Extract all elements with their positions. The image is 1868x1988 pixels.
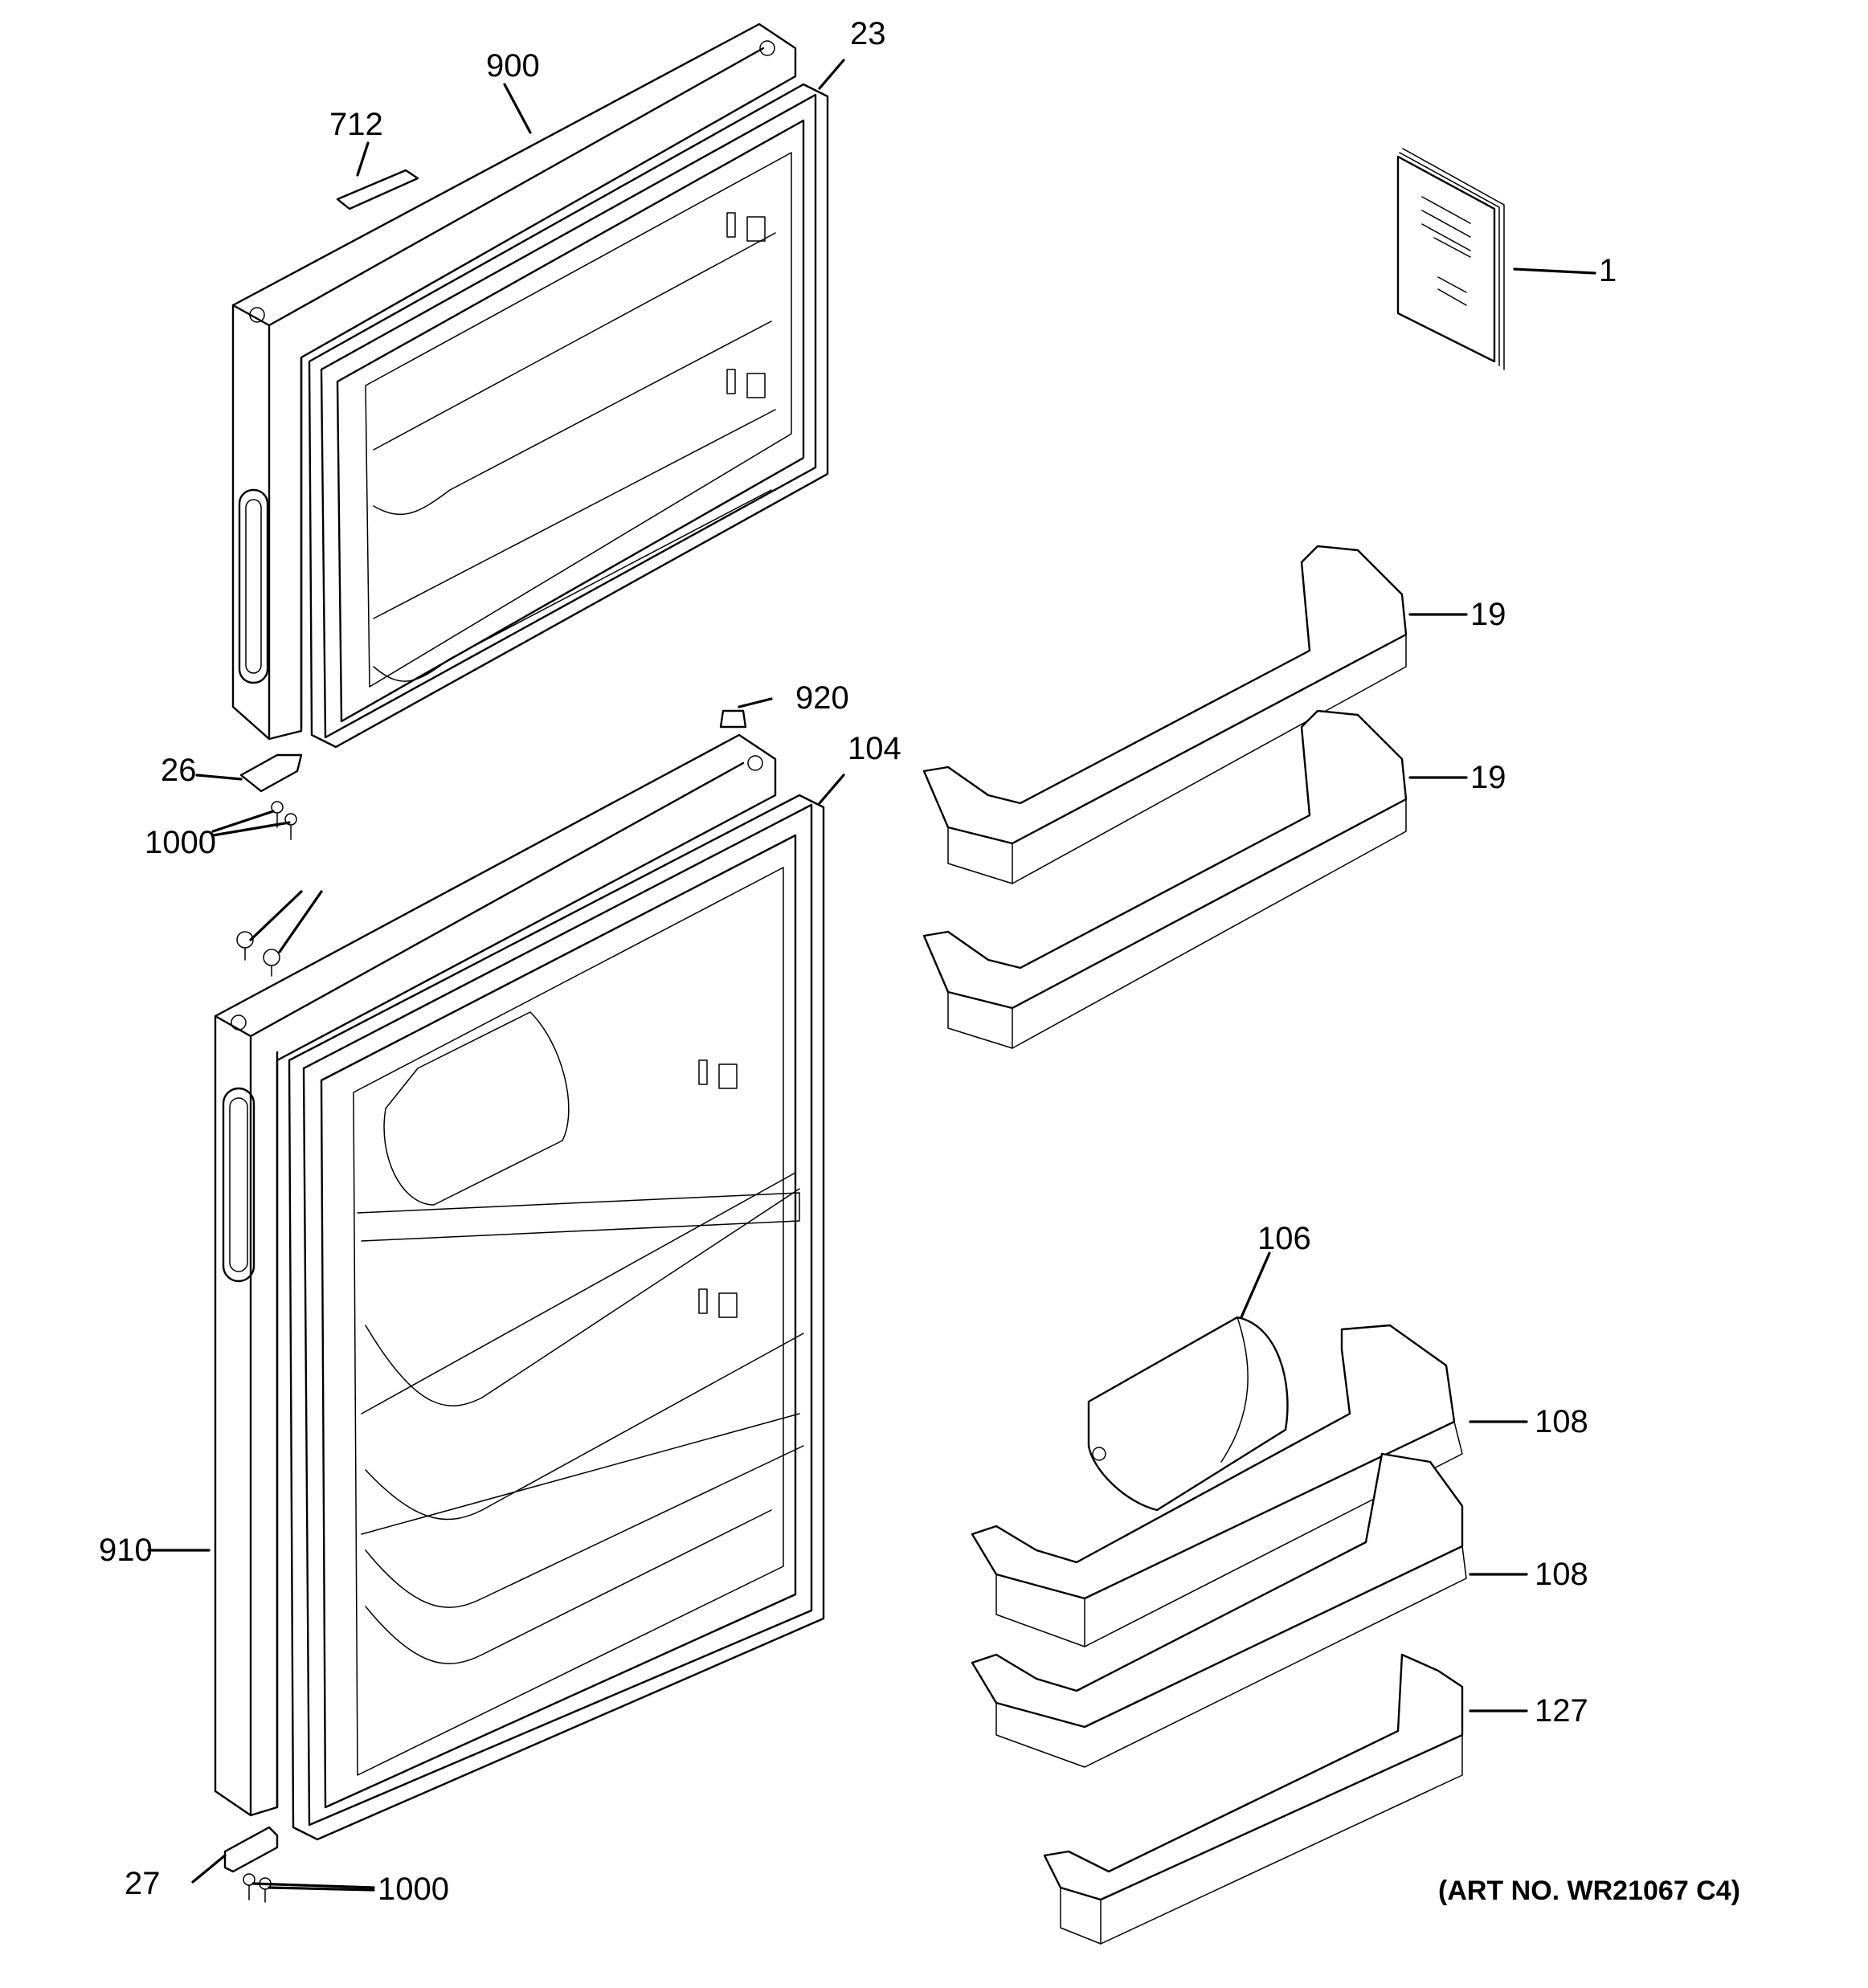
freezer-door-900	[231, 22, 829, 749]
callout-127: 127	[1535, 1693, 1588, 1729]
callout-920: 920	[795, 680, 849, 716]
callout-27: 27	[125, 1866, 161, 1901]
callout-108-lower: 108	[1535, 1557, 1588, 1592]
callout-900: 900	[486, 48, 540, 84]
callout-23: 23	[850, 16, 886, 51]
screws-1000-top	[271, 801, 297, 840]
callout-910: 910	[99, 1533, 153, 1568]
hinge-26	[239, 753, 303, 793]
bin-127	[1043, 1653, 1464, 1945]
art-number: (ART NO. WR21067 C4)	[1438, 1876, 1740, 1906]
hinge-27	[223, 1826, 279, 1873]
callout-106: 106	[1257, 1221, 1311, 1256]
callout-26: 26	[161, 753, 197, 788]
leader-lines	[147, 59, 1596, 1892]
callout-1000-bottom: 1000	[378, 1872, 449, 1907]
shelf-19-upper	[922, 545, 1408, 884]
nameplate-712	[336, 169, 419, 210]
callout-712: 712	[329, 107, 383, 142]
callout-104: 104	[848, 731, 901, 766]
callout-108-upper: 108	[1535, 1404, 1588, 1439]
screws-1000-bottom	[243, 1873, 272, 1903]
plug-920	[719, 709, 747, 729]
callout-19-upper: 19	[1470, 597, 1506, 632]
bin-108-upper	[971, 1324, 1463, 1647]
fresh-food-door-910	[214, 733, 825, 1841]
hinge-pins	[236, 931, 280, 977]
dairy-compartment-106	[1087, 1316, 1289, 1512]
bin-108-lower	[971, 1452, 1467, 1768]
owner-manual-1	[1396, 148, 1505, 370]
callout-1000-top: 1000	[145, 825, 216, 860]
callout-1: 1	[1599, 253, 1617, 288]
callout-19-lower: 19	[1470, 760, 1506, 795]
shelf-19-lower	[922, 709, 1408, 1049]
